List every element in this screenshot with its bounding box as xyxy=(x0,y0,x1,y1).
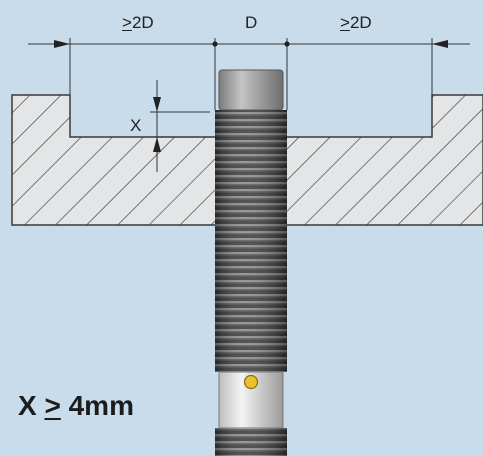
arrow-head-down-icon xyxy=(153,97,161,112)
left-clearance-value: 2D xyxy=(131,13,154,32)
formula-variable: X xyxy=(18,390,37,421)
right-clearance-label: >2D xyxy=(340,14,372,31)
arrow-head-up-icon xyxy=(153,137,161,152)
sensor-thread-bottom-shading xyxy=(215,428,287,456)
extension-lines xyxy=(69,38,433,138)
formula-operator: > xyxy=(44,390,61,421)
arrow-head-left-icon xyxy=(432,40,448,48)
right-clearance-value: 2D xyxy=(349,13,372,32)
right-clearance-prefix: > xyxy=(340,13,350,32)
sensor-cap xyxy=(218,69,284,111)
dimension-dot-right xyxy=(284,41,290,47)
dimension-dot-left xyxy=(212,41,218,47)
sensor-thread-shading xyxy=(215,110,287,372)
formula-value: 4mm xyxy=(68,390,134,421)
arrow-head-right-icon xyxy=(54,40,70,48)
yellow-led-dot-icon xyxy=(243,374,259,390)
left-clearance-label: >2D xyxy=(122,14,154,31)
diameter-label: D xyxy=(245,13,258,32)
recess-depth-label: X xyxy=(130,116,142,135)
left-clearance-prefix: > xyxy=(122,13,132,32)
clearance-formula: X > 4mm xyxy=(18,392,134,420)
